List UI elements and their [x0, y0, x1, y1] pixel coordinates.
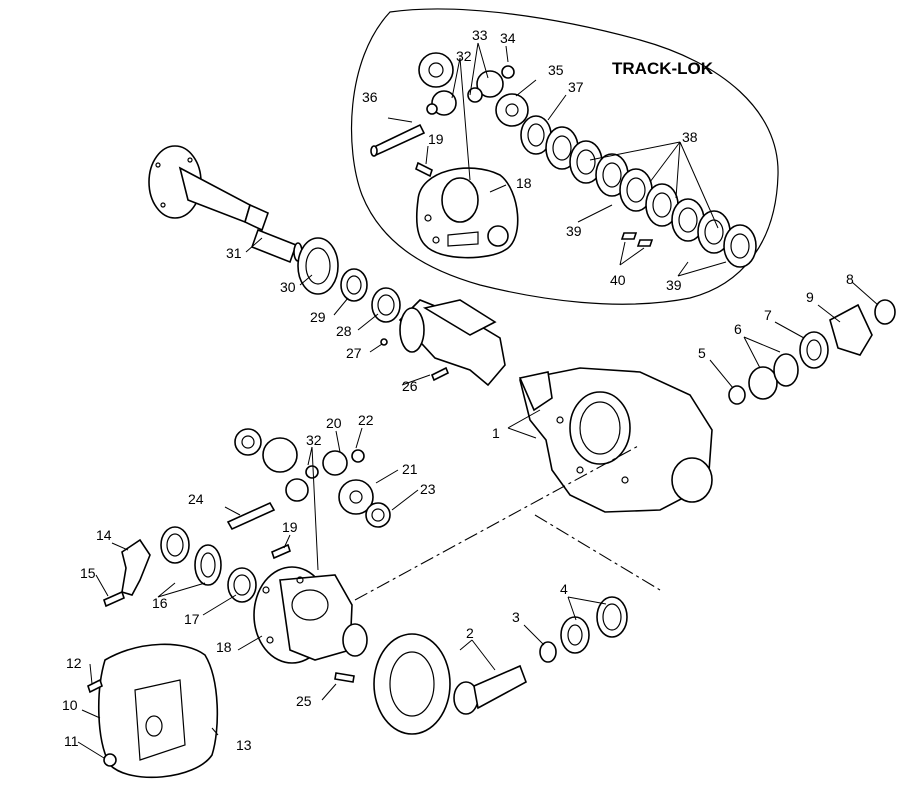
callout-32b: 32: [306, 432, 322, 448]
callout-labels: 1 2 3 4 5 6 7 8 9 10 11 12 13 14 15 16 1…: [62, 27, 854, 753]
callout-16: 16: [152, 595, 168, 611]
axle-tube: [398, 299, 506, 387]
inset-shims: [620, 232, 654, 247]
callout-23: 23: [420, 481, 436, 497]
callout-29: 29: [310, 309, 326, 325]
track-lok-inset-outline: [350, 8, 779, 305]
ring-gear-small: [297, 237, 339, 295]
callout-15: 15: [80, 565, 96, 581]
bearing-cup: [340, 268, 368, 302]
callout-38: 38: [682, 129, 698, 145]
fill-plug: [103, 753, 117, 767]
callout-17: 17: [184, 611, 200, 627]
callout-6: 6: [734, 321, 742, 337]
callout-35: 35: [548, 62, 564, 78]
pinion-shim: [539, 641, 557, 663]
callout-18a: 18: [516, 175, 532, 191]
axle-shaft-flange: [148, 145, 270, 232]
bearing-cap: [121, 538, 151, 596]
cover-bolt: [87, 678, 103, 694]
roll-pin: [334, 672, 355, 683]
callout-30: 30: [280, 279, 296, 295]
callout-26: 26: [402, 378, 418, 394]
callout-39a: 39: [566, 223, 582, 239]
inset-bolt: [415, 161, 433, 178]
vent-bolt: [430, 366, 450, 382]
callout-9: 9: [806, 289, 814, 305]
callout-2: 2: [466, 625, 474, 641]
axle-housing: [518, 367, 713, 513]
callout-3: 3: [512, 609, 520, 625]
ring-gear: [373, 633, 451, 735]
inset-title: TRACK-LOK: [612, 59, 714, 78]
callout-13: 13: [236, 737, 252, 753]
callout-40: 40: [610, 272, 626, 288]
callout-18b: 18: [216, 639, 232, 655]
callout-28: 28: [336, 323, 352, 339]
pinion-gear: [453, 664, 527, 715]
callout-39b: 39: [666, 277, 682, 293]
callout-32a: 32: [456, 48, 472, 64]
vent-fitting: [380, 338, 388, 346]
inset-diff-case: [415, 167, 519, 259]
callout-27: 27: [346, 345, 362, 361]
standard-diff-gears: [234, 428, 391, 528]
callout-24: 24: [188, 491, 204, 507]
callout-10: 10: [62, 697, 78, 713]
diff-case: [253, 566, 368, 664]
side-bearings: [160, 526, 257, 603]
callout-20: 20: [326, 415, 342, 431]
callout-37: 37: [568, 79, 584, 95]
inset-cross-shaft: [370, 123, 426, 157]
callout-8: 8: [846, 271, 854, 287]
callout-25: 25: [296, 693, 312, 709]
leader-lines: [77, 42, 879, 759]
callout-11: 11: [64, 733, 79, 749]
callout-36: 36: [362, 89, 378, 105]
callout-19a: 19: [428, 131, 444, 147]
callout-21: 21: [402, 461, 418, 477]
callout-7: 7: [764, 307, 772, 323]
callout-33: 33: [472, 27, 488, 43]
cross-shaft: [226, 501, 276, 531]
callout-5: 5: [698, 345, 706, 361]
callout-4: 4: [560, 581, 568, 597]
inset-clutch-pack: [520, 115, 757, 268]
callout-34: 34: [500, 30, 516, 46]
axle-shaft-splined: [250, 228, 303, 264]
cap-bolt: [103, 590, 125, 608]
assembly-centerline: [354, 444, 641, 601]
callout-19b: 19: [282, 519, 298, 535]
diff-cover: [97, 643, 219, 779]
bearing-cone: [371, 287, 401, 323]
pinion-nut-and-yoke: [728, 299, 896, 405]
pinion-bearing: [560, 596, 628, 654]
callout-1: 1: [492, 425, 500, 441]
callout-31: 31: [226, 245, 242, 261]
callout-12: 12: [66, 655, 82, 671]
callout-22: 22: [358, 412, 374, 428]
callout-14: 14: [96, 527, 112, 543]
inset-spider-gears: [418, 52, 529, 127]
lock-bolt: [271, 543, 291, 560]
